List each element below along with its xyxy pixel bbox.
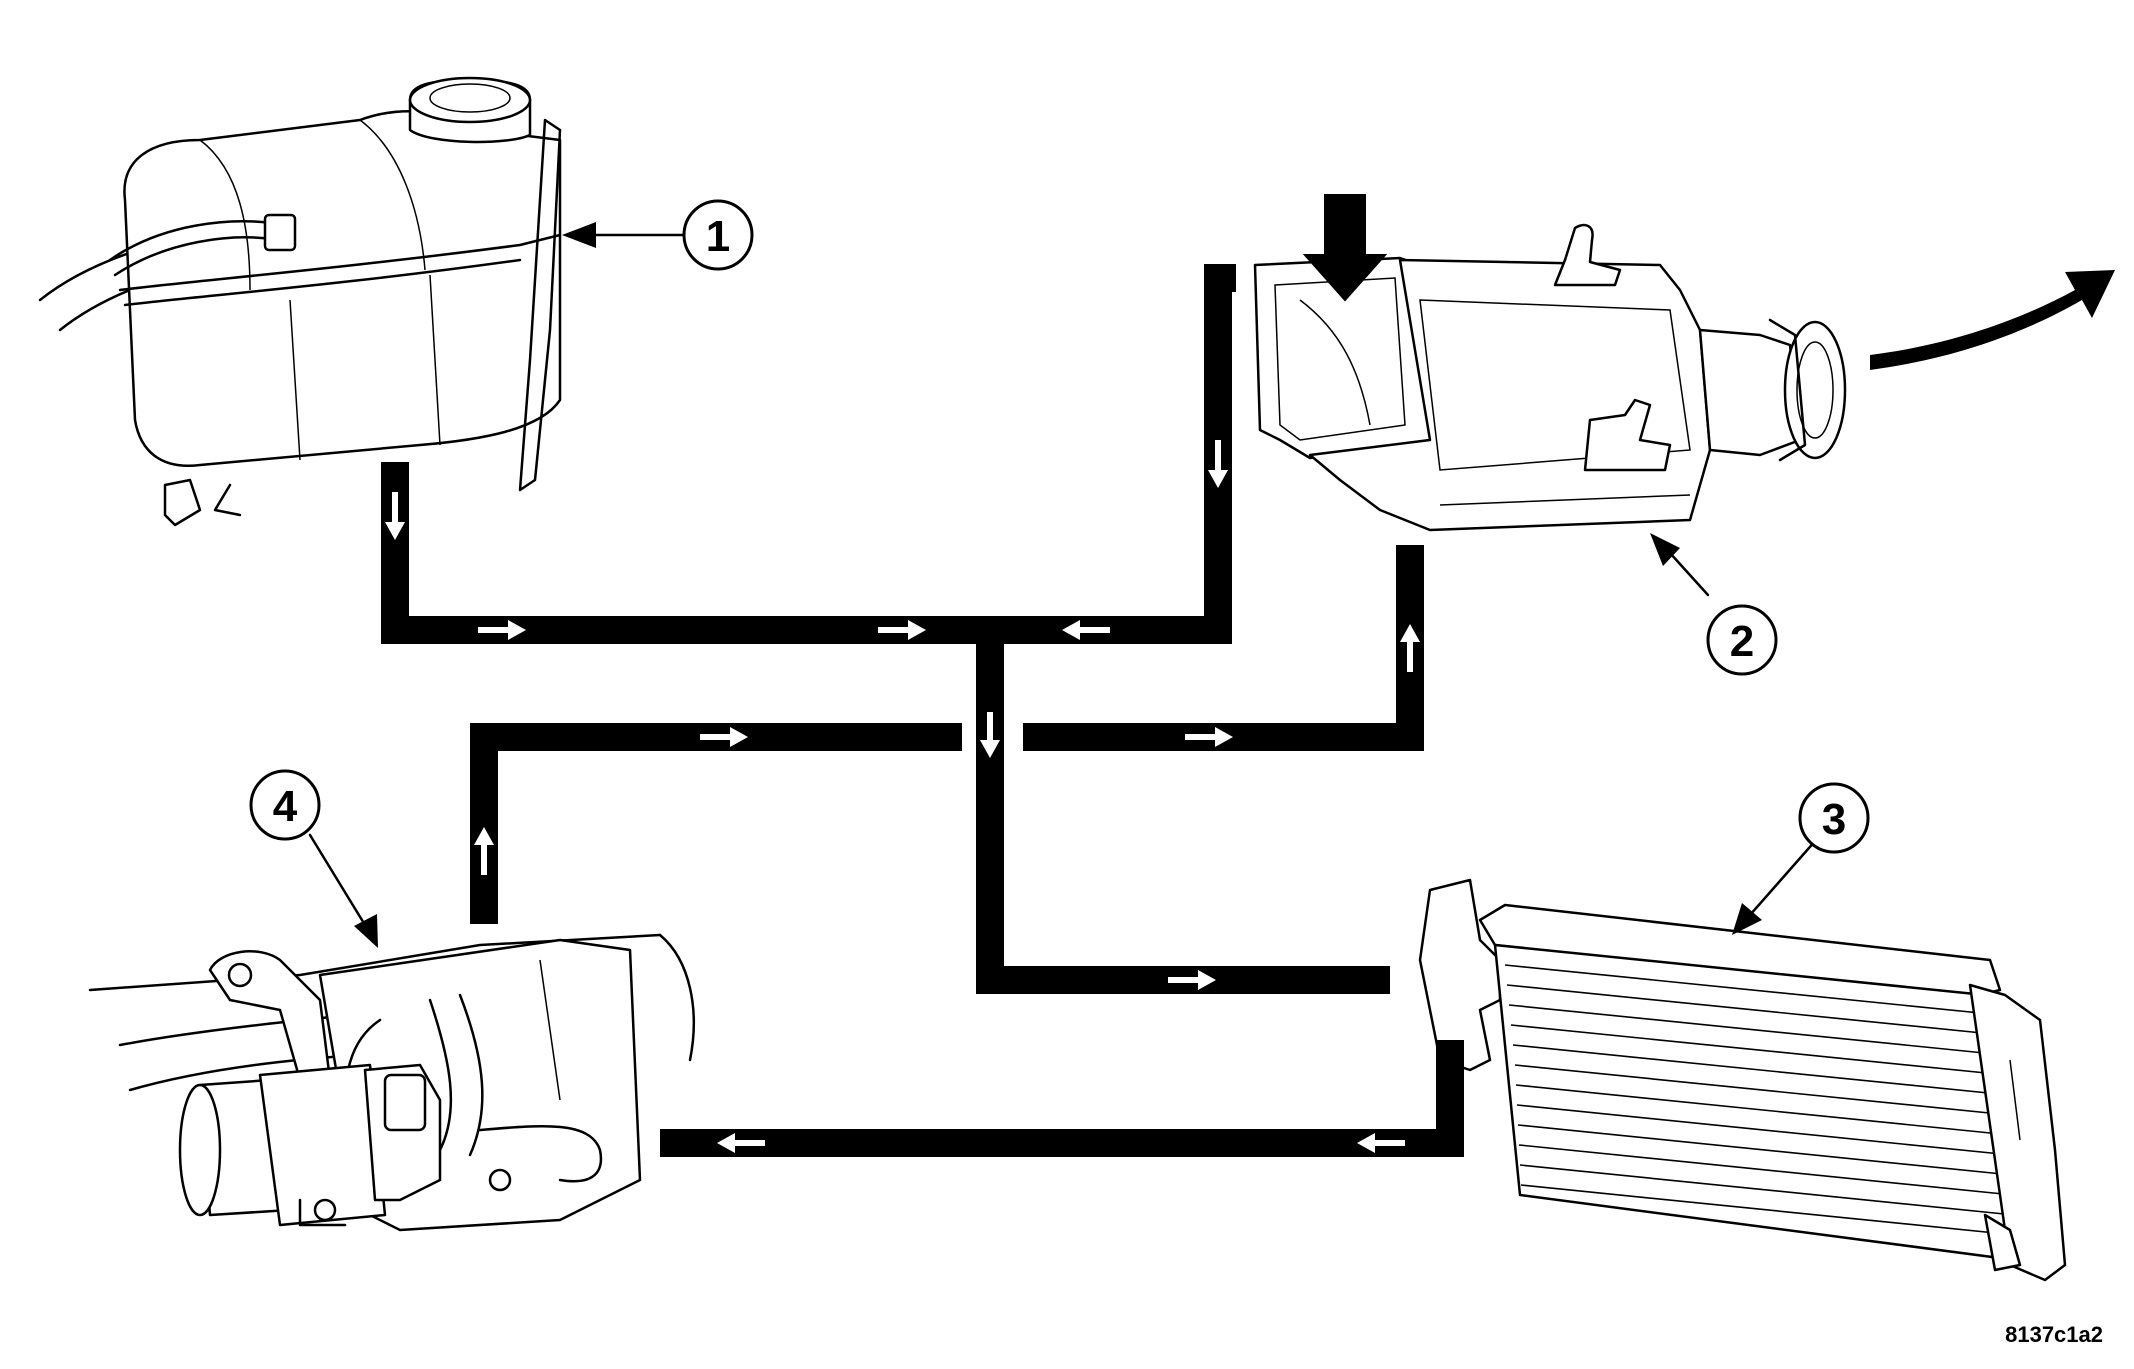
flow-arrow-right: [700, 727, 748, 747]
flow-arrow-down: [1208, 440, 1228, 488]
flow-arrow-left: [1357, 1133, 1405, 1153]
callout-leaders: [308, 222, 1818, 948]
hose-reservoir-outlet: [381, 462, 990, 644]
fins: [1504, 964, 2016, 1236]
flow-arrow-right: [1185, 727, 1233, 747]
hose-module-return: [990, 264, 1236, 644]
flow-arrow-up: [1400, 624, 1420, 672]
flow-arrow-up: [474, 827, 494, 875]
callout-3-label: 3: [1822, 795, 1846, 844]
flow-arrows: [385, 440, 1420, 1153]
flow-arrow-right: [478, 620, 526, 640]
callout-1-label: 1: [706, 212, 730, 261]
intake-module: [1253, 194, 2115, 532]
hose-module-feed: [1023, 545, 1424, 751]
callout-2: 2: [1706, 604, 1778, 676]
hose-pump-outlet: [470, 723, 962, 924]
heat-exchanger: [1418, 878, 2067, 1282]
hose-radiator-return: [660, 1040, 1464, 1157]
callout-4-label: 4: [273, 782, 298, 831]
flow-arrow-right: [1168, 970, 1216, 990]
coolant-pump: [88, 933, 695, 1232]
flow-arrow-left: [717, 1133, 765, 1153]
callout-3: 3: [1798, 782, 1870, 854]
callout-1: 1: [682, 199, 754, 271]
coolant-reservoir: [38, 76, 562, 527]
flow-arrow-down: [385, 492, 405, 540]
flow-arrow-right: [878, 620, 926, 640]
flow-arrow-left: [1062, 620, 1110, 640]
callout-2-label: 2: [1730, 617, 1754, 666]
hose-main-trunk: [976, 630, 1390, 994]
figure-id: 8137c1a2: [2005, 1322, 2103, 1347]
callout-4: 4: [249, 769, 321, 841]
flow-arrow-down: [980, 712, 1000, 758]
